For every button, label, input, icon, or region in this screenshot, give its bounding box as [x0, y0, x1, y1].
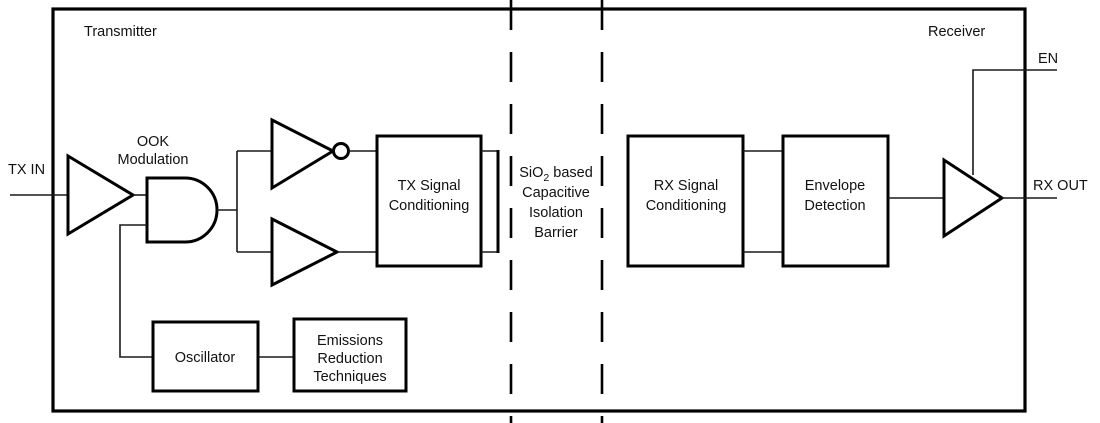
isolation-barrier-label-line4: Barrier [534, 225, 578, 241]
barrier-sio-subscript: 2 [543, 172, 549, 184]
block-emissions-reduction-line3: Techniques [313, 369, 386, 385]
block-rx-signal-conditioning-line1: RX Signal [654, 178, 718, 194]
block-emissions-reduction-line2: Reduction [317, 351, 382, 367]
block-tx-signal-conditioning-line1: TX Signal [398, 178, 461, 194]
annotation-ook-line1: OOK [137, 134, 170, 150]
block-oscillator [151, 320, 260, 393]
inverter-triangle [270, 117, 337, 191]
block-rx-signal-conditioning [626, 134, 745, 268]
output-buffer-triangle [942, 157, 1005, 239]
block-rx-signal-conditioning-line2: Conditioning [646, 198, 727, 214]
chip-outline [51, 7, 1027, 413]
block-envelope-detection-line1: Envelope [805, 178, 865, 194]
port-label-tx-in: TX IN [8, 162, 45, 178]
block-emissions-reduction [292, 317, 408, 393]
annotation-ook-line2: Modulation [118, 152, 189, 168]
lower-buffer-triangle [270, 216, 341, 288]
port-label-rx-out: RX OUT [1033, 178, 1088, 194]
section-label-transmitter: Transmitter [84, 24, 157, 40]
block-envelope-detection-line2: Detection [804, 198, 865, 214]
block-oscillator-label: Oscillator [175, 350, 236, 366]
isolation-barrier-label-line2: Capacitive [522, 185, 590, 201]
block-tx-signal-conditioning [375, 134, 483, 268]
isolation-barrier-label-line1: SiO2 based [519, 165, 593, 184]
block-tx-signal-conditioning-line2: Conditioning [389, 198, 470, 214]
barrier-sio-text: SiO [519, 165, 543, 181]
and-gate [145, 176, 219, 244]
wire-oscillator-to-and-b [119, 224, 158, 358]
inverter-bubble-icon [332, 142, 350, 160]
wire-enable-control [972, 69, 1057, 175]
isolation-barrier-label-line3: Isolation [529, 205, 583, 221]
input-buffer-triangle [66, 153, 136, 237]
barrier-based-text: based [549, 165, 593, 181]
section-label-receiver: Receiver [928, 24, 985, 40]
port-label-en: EN [1038, 51, 1058, 67]
block-envelope-detection [781, 134, 890, 268]
block-emissions-reduction-line1: Emissions [317, 333, 383, 349]
